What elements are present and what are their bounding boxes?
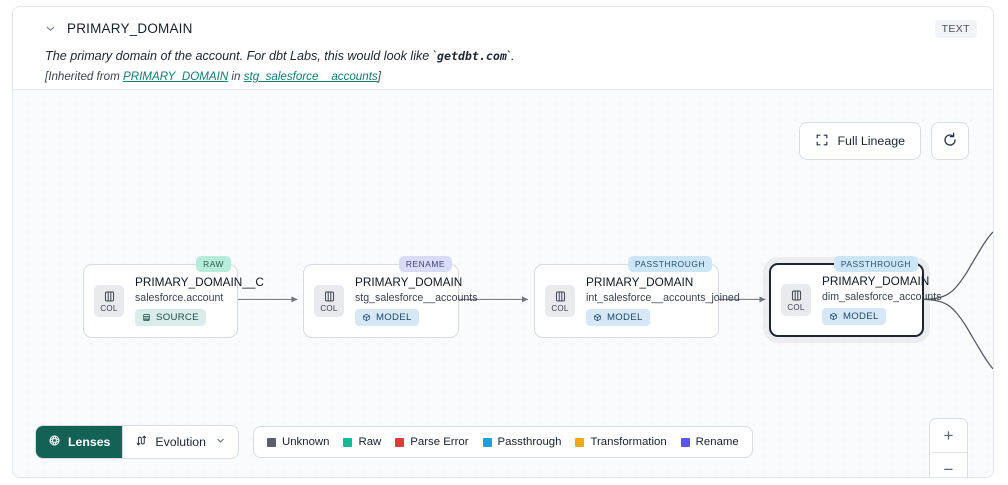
legend-label: Raw — [358, 436, 382, 448]
legend-label: Transformation — [590, 436, 667, 448]
node-kind-label: MODEL — [843, 311, 879, 322]
node-subtitle: dim_salesforce_accounts — [822, 291, 942, 303]
column-chip: COL — [314, 285, 344, 317]
column-chip-label: COL — [551, 303, 569, 313]
cube-icon — [594, 313, 601, 322]
inherited-prefix: [Inherited from — [45, 70, 123, 83]
legend-swatch — [575, 437, 585, 447]
cube-icon — [830, 312, 837, 321]
node-subtitle: stg_salesforce__accounts — [355, 292, 478, 304]
zoom-out-button[interactable]: − — [930, 452, 967, 477]
canvas-top-controls: Full Lineage — [799, 122, 969, 160]
lenses-button[interactable]: Lenses — [36, 426, 123, 458]
legend-item: Parse Error — [395, 436, 469, 448]
type-badge: TEXT — [934, 20, 977, 38]
node-tag: PASSTHROUGH — [627, 256, 712, 272]
lineage-legend: Unknown Raw Parse Error Passthrough — [252, 426, 753, 458]
inherited-model-link[interactable]: stg_salesforce__accounts — [243, 70, 378, 83]
lineage-canvas[interactable]: RAW COL PRIMARY_DOMAIN__C salesforce.acc… — [13, 89, 993, 477]
evolution-icon — [135, 434, 148, 450]
lens-icon — [48, 434, 61, 450]
node-title: PRIMARY_DOMAIN — [355, 275, 463, 289]
node-kind-badge: SOURCE — [135, 309, 206, 326]
node-kind-badge: MODEL — [822, 308, 886, 325]
column-detail-panel: PRIMARY_DOMAIN TEXT The primary domain o… — [12, 6, 994, 478]
inherited-suffix: ] — [377, 70, 381, 83]
node-subtitle: int_salesforce__accounts_joined — [586, 292, 740, 304]
legend-label: Rename — [695, 436, 739, 448]
column-description: The primary domain of the account. For d… — [45, 49, 977, 63]
description-code: getdbt.com — [437, 49, 507, 63]
legend-swatch — [266, 437, 276, 447]
node-tag: PASSTHROUGH — [833, 256, 918, 272]
legend-item: Raw — [343, 436, 381, 448]
node-tag: RAW — [196, 256, 231, 272]
node-subtitle: salesforce.account — [135, 292, 224, 304]
node-kind-badge: MODEL — [355, 309, 419, 326]
legend-swatch — [482, 437, 492, 447]
refresh-button[interactable] — [931, 122, 969, 160]
inherited-mid: in — [228, 70, 244, 83]
lineage-node[interactable]: RENAME COL PRIMARY_DOMAIN stg_salesforce… — [303, 256, 478, 338]
lineage-node[interactable]: PASSTHROUGH COL PRIMARY_DOMAIN int_sales… — [534, 256, 740, 338]
legend-label: Parse Error — [410, 436, 469, 448]
column-chip-label: COL — [787, 302, 805, 312]
lenses-label: Lenses — [68, 435, 111, 449]
full-lineage-label: Full Lineage — [837, 134, 905, 148]
lens-segmented-control: Lenses Evolution — [35, 425, 239, 459]
lineage-edges — [237, 231, 993, 370]
node-kind-label: MODEL — [607, 312, 643, 323]
legend-swatch — [680, 437, 690, 447]
chevron-down-icon — [215, 435, 226, 449]
legend-item: Unknown — [266, 436, 330, 448]
cube-icon — [363, 313, 370, 322]
lineage-node[interactable]: RAW COL PRIMARY_DOMAIN__C salesforce.acc… — [83, 256, 264, 338]
zoom-controls: + − — [929, 418, 968, 477]
node-kind-label: SOURCE — [156, 312, 199, 323]
chevron-down-icon[interactable] — [43, 21, 57, 35]
inherited-column-link[interactable]: PRIMARY_DOMAIN — [122, 70, 229, 83]
inherited-from-note: [Inherited from PRIMARY_DOMAIN in stg_sa… — [45, 70, 977, 83]
page-title: PRIMARY_DOMAIN — [67, 20, 193, 36]
database-icon — [143, 314, 150, 321]
canvas-bottom-toolbar: Lenses Evolution — [35, 425, 753, 459]
column-chip: COL — [781, 284, 811, 316]
description-suffix: `. — [506, 49, 515, 63]
refresh-icon — [942, 132, 958, 151]
expand-icon — [815, 133, 829, 150]
node-tag: RENAME — [398, 256, 452, 272]
column-chip-label: COL — [100, 303, 118, 313]
description-prefix: The primary domain of the account. For d… — [45, 49, 437, 63]
legend-label: Unknown — [281, 436, 330, 448]
node-title: PRIMARY_DOMAIN__C — [135, 275, 264, 289]
full-lineage-button[interactable]: Full Lineage — [799, 122, 921, 160]
legend-item: Transformation — [575, 436, 667, 448]
column-chip: COL — [94, 285, 124, 317]
legend-label: Passthrough — [497, 436, 562, 448]
zoom-in-button[interactable]: + — [943, 425, 954, 445]
legend-swatch — [395, 437, 405, 447]
legend-item: Passthrough — [482, 436, 562, 448]
node-kind-badge: MODEL — [586, 309, 650, 326]
node-title: PRIMARY_DOMAIN — [822, 274, 930, 288]
evolution-dropdown[interactable]: Evolution — [122, 426, 238, 458]
panel-header: PRIMARY_DOMAIN TEXT The primary domain o… — [13, 7, 993, 89]
evolution-label: Evolution — [155, 435, 206, 449]
column-chip-label: COL — [320, 303, 338, 313]
lineage-node-selected[interactable]: PASSTHROUGH COL PRIMARY_DOMAIN dim_sales… — [769, 256, 942, 337]
node-title: PRIMARY_DOMAIN — [586, 275, 694, 289]
column-chip: COL — [545, 285, 575, 317]
node-kind-label: MODEL — [376, 312, 412, 323]
legend-swatch — [343, 437, 353, 447]
legend-item: Rename — [680, 436, 739, 448]
